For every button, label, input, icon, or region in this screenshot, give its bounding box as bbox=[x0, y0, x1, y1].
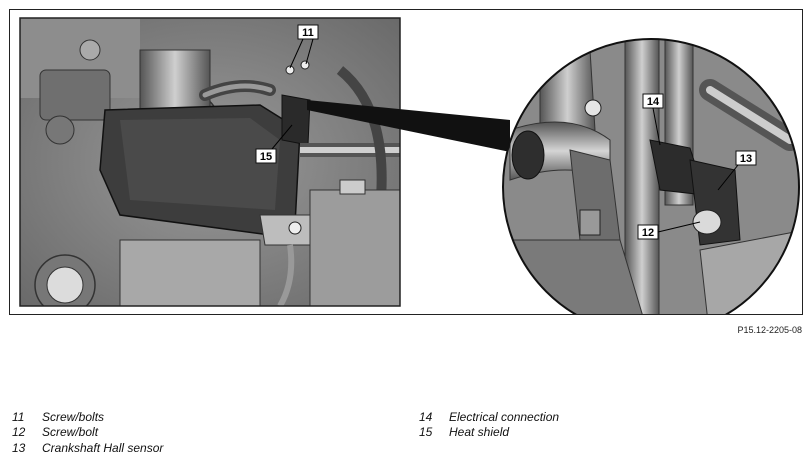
legend-text: Electrical connection bbox=[449, 409, 560, 424]
main-engine-view bbox=[20, 18, 400, 306]
callout-15: 15 bbox=[255, 124, 293, 164]
svg-text:13: 13 bbox=[740, 153, 752, 165]
legend-item-13: 13 Crankshaft Hall sensor bbox=[12, 440, 163, 456]
svg-text:14: 14 bbox=[647, 96, 660, 108]
detail-circle-view bbox=[503, 39, 799, 314]
svg-text:15: 15 bbox=[260, 151, 272, 163]
legend-item-14: 14 Electrical connection bbox=[419, 409, 559, 425]
svg-text:12: 12 bbox=[642, 227, 654, 239]
legend-right: 14 Electrical connection 15 Heat shield bbox=[419, 409, 559, 440]
legend-item-11: 11 Screw/bolts bbox=[12, 409, 163, 425]
callout-14: 14 bbox=[642, 93, 664, 146]
callout-11: 11 bbox=[289, 24, 319, 69]
engine-illustration: 11 15 14 13 12 bbox=[19, 17, 800, 314]
legend-item-15: 15 Heat shield bbox=[419, 425, 559, 441]
callout-12: 12 bbox=[637, 221, 701, 240]
legend-text: Screw/bolts bbox=[42, 409, 105, 424]
legend-text: Screw/bolt bbox=[42, 425, 99, 440]
svg-text:11: 11 bbox=[302, 27, 314, 39]
legend-number: 15 bbox=[419, 425, 433, 440]
legend-text: Crankshaft Hall sensor bbox=[42, 440, 164, 455]
legend-number: 14 bbox=[419, 409, 433, 424]
legend-item-12: 12 Screw/bolt bbox=[12, 425, 163, 441]
figure-frame: 11 15 14 13 12 bbox=[9, 9, 803, 315]
callout-13: 13 bbox=[717, 150, 757, 191]
figure-id: P15.12-2205-08 bbox=[737, 325, 802, 335]
legend-left: 11 Screw/bolts 12 Screw/bolt 13 Cranksha… bbox=[12, 409, 163, 456]
legend-text: Heat shield bbox=[449, 425, 510, 440]
legend-number: 11 bbox=[12, 409, 25, 424]
connector-band bbox=[307, 100, 510, 152]
legend-number: 12 bbox=[12, 425, 26, 440]
legend-number: 13 bbox=[12, 440, 26, 455]
